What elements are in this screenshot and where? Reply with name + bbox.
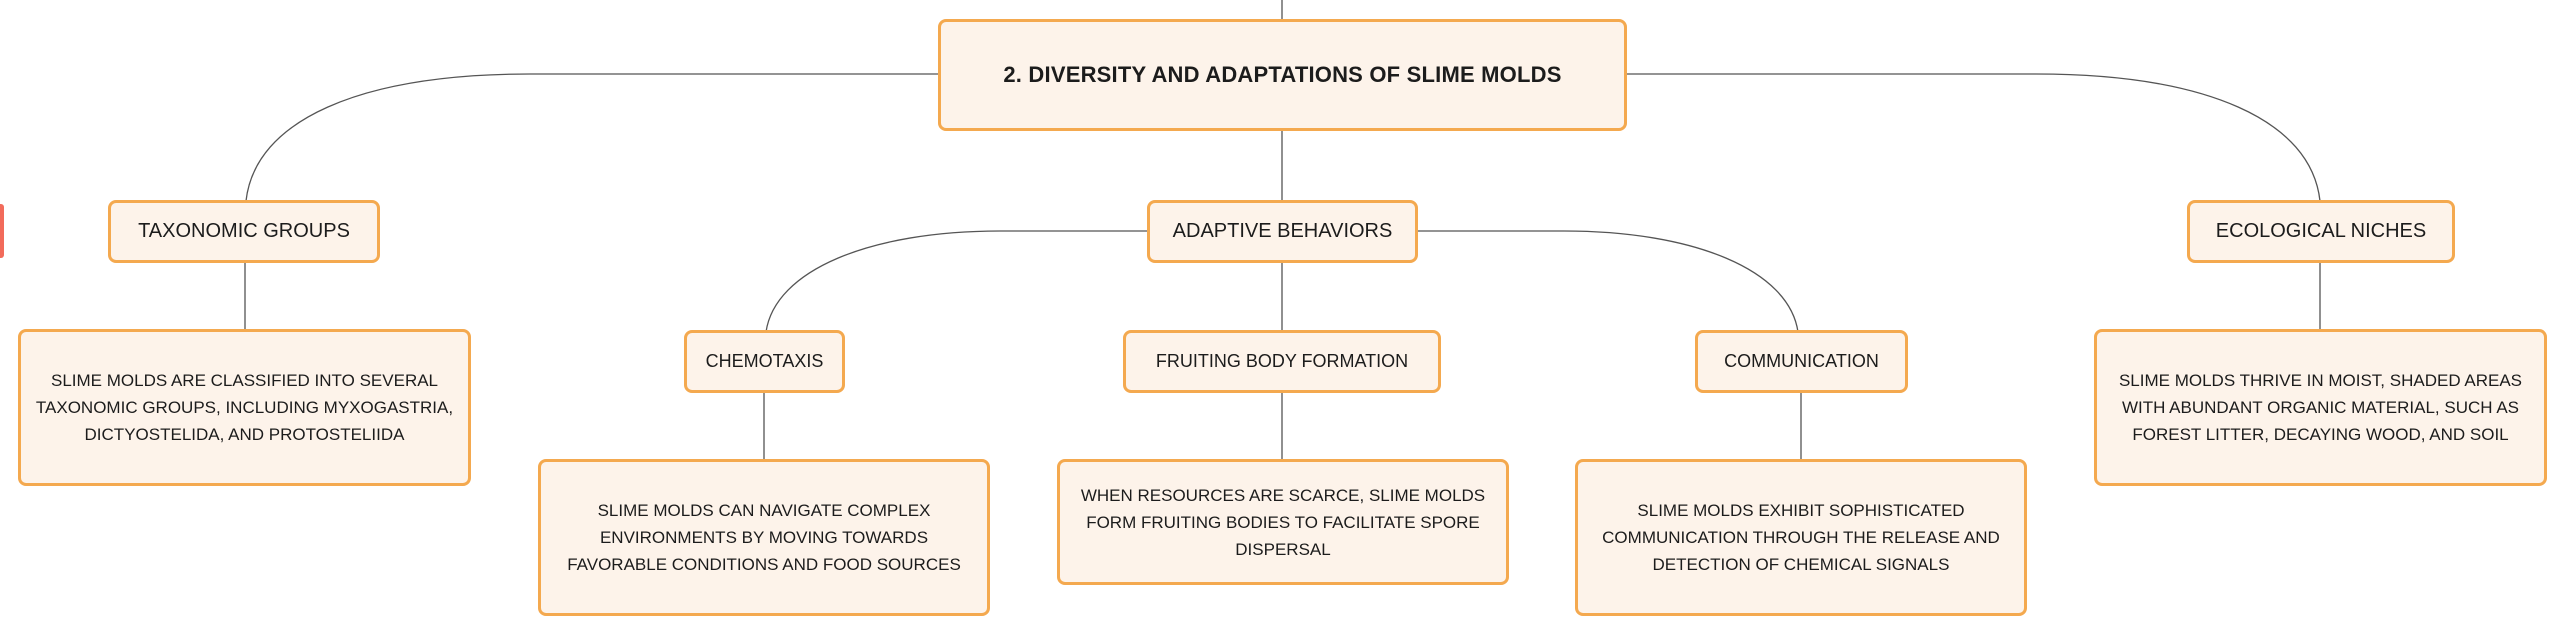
edge-marker xyxy=(0,204,4,258)
detail-ecological-niches[interactable]: SLIME MOLDS THRIVE IN MOIST, SHADED AREA… xyxy=(2094,329,2547,486)
connector-root-taxonomic xyxy=(245,73,944,202)
root-title: 2. DIVERSITY AND ADAPTATIONS OF SLIME MO… xyxy=(1003,62,1562,87)
subtopic-label: CHEMOTAXIS xyxy=(705,351,824,371)
detail-text: SLIME MOLDS CAN NAVIGATE COMPLEX ENVIRON… xyxy=(567,501,961,574)
subtopic-fruiting-body-formation[interactable]: FRUITING BODY FORMATION xyxy=(1123,330,1441,393)
topic-label: ECOLOGICAL NICHES xyxy=(2215,220,2427,242)
subtopic-chemotaxis[interactable]: CHEMOTAXIS xyxy=(684,330,845,393)
topic-label: TAXONOMIC GROUPS xyxy=(138,220,350,242)
connector-adaptive-communication xyxy=(1415,230,1799,333)
detail-fruiting-body-formation[interactable]: WHEN RESOURCES ARE SCARCE, SLIME MOLDS F… xyxy=(1057,459,1509,585)
subtopic-label: FRUITING BODY FORMATION xyxy=(1155,351,1409,371)
topic-taxonomic-groups[interactable]: TAXONOMIC GROUPS xyxy=(108,200,380,263)
detail-taxonomic-groups[interactable]: SLIME MOLDS ARE CLASSIFIED INTO SEVERAL … xyxy=(18,329,471,486)
root-node[interactable]: 2. DIVERSITY AND ADAPTATIONS OF SLIME MO… xyxy=(938,19,1627,131)
topic-ecological-niches[interactable]: ECOLOGICAL NICHES xyxy=(2187,200,2455,263)
detail-communication[interactable]: SLIME MOLDS EXHIBIT SOPHISTICATED COMMUN… xyxy=(1575,459,2027,616)
subtopic-label: COMMUNICATION xyxy=(1724,351,1879,371)
detail-text: SLIME MOLDS ARE CLASSIFIED INTO SEVERAL … xyxy=(35,371,454,444)
detail-text: WHEN RESOURCES ARE SCARCE, SLIME MOLDS F… xyxy=(1080,485,1486,559)
detail-chemotaxis[interactable]: SLIME MOLDS CAN NAVIGATE COMPLEX ENVIRON… xyxy=(538,459,990,616)
detail-text: SLIME MOLDS EXHIBIT SOPHISTICATED COMMUN… xyxy=(1602,501,2000,574)
subtopic-communication[interactable]: COMMUNICATION xyxy=(1695,330,1908,393)
connector-root-ecological xyxy=(1620,73,2321,202)
topic-adaptive-behaviors[interactable]: ADAPTIVE BEHAVIORS xyxy=(1147,200,1418,263)
connector-adaptive-chemotaxis xyxy=(765,230,1149,333)
detail-text: SLIME MOLDS THRIVE IN MOIST, SHADED AREA… xyxy=(2118,371,2523,444)
topic-label: ADAPTIVE BEHAVIORS xyxy=(1172,220,1393,242)
